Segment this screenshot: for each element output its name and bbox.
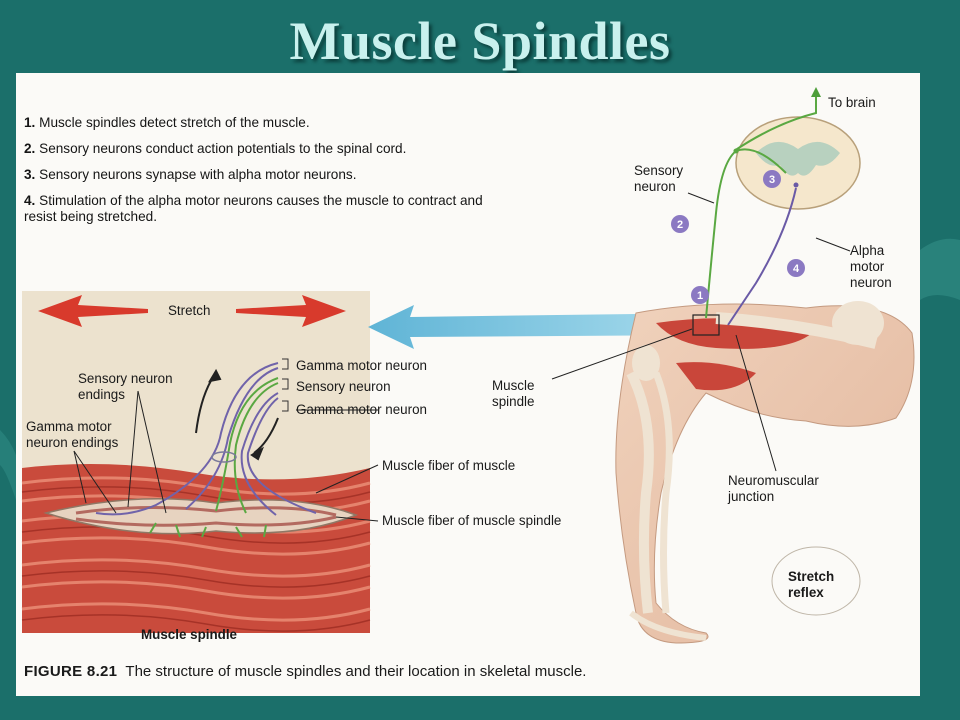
figure-number: FIGURE 8.21	[24, 663, 118, 680]
stretch-arrows	[38, 295, 346, 327]
to-brain-arrowhead	[811, 87, 821, 97]
marker-1: 1	[697, 290, 703, 302]
leg-leader-lines	[551, 192, 851, 472]
step-4: 4. Stimulation of the alpha motor neuron…	[24, 193, 483, 224]
blue-pointer-arrow	[368, 305, 706, 349]
stretch-label: Stretch	[168, 303, 211, 318]
inset-leader-lines	[73, 390, 379, 522]
marker-3: 3	[769, 174, 775, 186]
to-brain-label: To brain	[828, 95, 876, 110]
neuron-label-brackets	[282, 358, 289, 412]
caption-text: The structure of muscle spindles and the…	[125, 663, 587, 680]
alpha-motor-neuron-label: Alpha motor neuron	[850, 243, 892, 290]
step-markers: 1 2 3 4	[671, 170, 805, 304]
slide-title: Muscle Spindles	[289, 11, 671, 71]
stretch-reflex-label: Stretch reflex	[788, 569, 835, 600]
marker-4: 4	[793, 263, 800, 275]
gamma-motor-neuron-label-2: Gamma motor neuron	[296, 402, 427, 417]
neuromuscular-junction-label: Neuromuscular junction	[728, 473, 819, 504]
leg-muscle-spindle-label: Muscle spindle	[492, 378, 535, 409]
gamma-motor-neuron-label-1: Gamma motor neuron	[296, 358, 427, 373]
muscle-spindle-inset-label: Muscle spindle	[141, 627, 237, 642]
step-3: 3. Sensory neurons synapse with alpha mo…	[24, 167, 357, 182]
steps-list: 1. Muscle spindles detect stretch of the…	[24, 115, 524, 235]
step-2: 2. Sensory neurons conduct action potent…	[24, 141, 407, 156]
inset-neurons	[95, 362, 317, 538]
figure-panel: 1. Muscle spindles detect stretch of the…	[16, 73, 920, 696]
direction-arrows	[195, 368, 279, 461]
step-1: 1. Muscle spindles detect stretch of the…	[24, 115, 310, 130]
marker-2: 2	[677, 219, 683, 231]
gamma-motor-neuron-endings-label: Gamma motor neuron endings	[26, 419, 119, 450]
muscle-fibers	[21, 464, 371, 633]
leg-sensory-neuron-label: Sensory neuron	[634, 163, 684, 194]
muscle-fiber-of-spindle-label: Muscle fiber of muscle spindle	[382, 513, 562, 528]
stretch-reflex-circle	[771, 546, 861, 616]
muscle-fiber-of-muscle-label: Muscle fiber of muscle	[382, 458, 516, 473]
sensory-neuron-label: Sensory neuron	[296, 379, 391, 394]
illustration: 1 2 3 4	[21, 87, 915, 644]
sensory-neuron-endings-label: Sensory neuron endings	[78, 371, 173, 402]
leg-illustration	[615, 301, 915, 644]
spinal-cord	[735, 116, 861, 210]
figure-caption: FIGURE 8.21 The structure of muscle spin…	[24, 663, 586, 680]
leg-neurons	[705, 93, 817, 326]
